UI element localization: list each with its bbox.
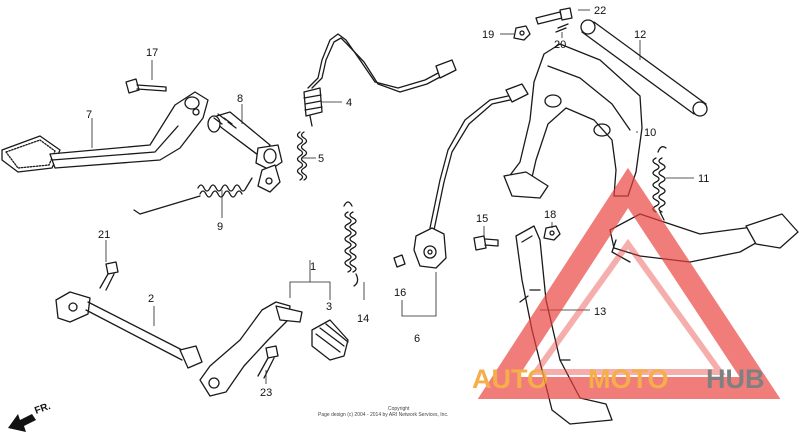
front-direction-arrow: FR. (8, 401, 52, 432)
callout-9: 9 (217, 221, 223, 233)
callout-8: 8 (237, 93, 243, 105)
part-bolt-15 (473, 235, 499, 251)
part-bolt-17 (125, 78, 167, 94)
watermark-automotohub: AUTO MOTO HUB (472, 167, 781, 399)
copyright-line-1: Copyright (388, 406, 410, 412)
callout-10: 10 (644, 127, 656, 139)
part-step-arm-1 (199, 301, 303, 397)
part-bolt-21 (99, 261, 119, 291)
part-brake-switch-4 (303, 33, 457, 127)
callout-19: 19 (482, 29, 494, 41)
callout-14: 14 (357, 313, 369, 325)
part-bolt-23 (257, 345, 279, 379)
part-side-stand-switch-6 (413, 83, 529, 269)
callout-12: 12 (634, 29, 646, 41)
part-stand-spring-11 (652, 146, 667, 221)
callout-15: 15 (476, 213, 488, 225)
part-switch-spring-5 (296, 131, 308, 181)
callout-labels: 1 2 3 4 5 6 7 8 9 10 11 12 13 14 15 16 1… (86, 5, 709, 399)
watermark-triangle-icon (477, 167, 781, 399)
callout-23: 23 (260, 387, 272, 399)
copyright-notice: Copyright Page design (c) 2004 - 2014 by… (318, 406, 448, 418)
callout-17: 17 (146, 47, 158, 59)
part-stand-shaft-12 (580, 19, 708, 117)
part-pivot-shaft (207, 111, 283, 193)
callout-16: 16 (394, 287, 406, 299)
callout-1: 1 (310, 261, 316, 273)
callout-4: 4 (346, 97, 352, 109)
part-nut-19 (513, 25, 531, 41)
callout-5: 5 (318, 153, 324, 165)
copyright-line-2: Page design (c) 2004 - 2014 by ARI Netwo… (318, 412, 448, 418)
part-screw-16 (393, 254, 406, 268)
callout-2: 2 (148, 293, 154, 305)
watermark-hub: HUB (706, 364, 765, 394)
callout-7: 7 (86, 109, 92, 121)
callout-11: 11 (698, 173, 709, 185)
watermark-auto: AUTO (472, 364, 548, 394)
part-stand-spring-14 (343, 201, 359, 287)
part-nut-18 (543, 225, 561, 241)
callout-21: 21 (98, 229, 110, 241)
part-brake-rod-2 (55, 291, 203, 369)
fr-label: FR. (33, 401, 52, 417)
part-step-rubber-3 (311, 319, 349, 361)
callout-20: 20 (554, 39, 566, 51)
callout-3: 3 (326, 301, 332, 313)
callout-6: 6 (414, 333, 420, 345)
part-main-stand-10 (503, 43, 643, 199)
callout-13: 13 (594, 306, 606, 318)
callout-22: 22 (594, 5, 606, 17)
watermark-moto: MOTO (588, 364, 669, 394)
part-brake-pedal (1, 91, 209, 173)
part-pin-20 (555, 23, 569, 33)
part-return-spring-9 (133, 177, 253, 215)
part-bolt-22 (535, 7, 573, 25)
callout-18: 18 (544, 209, 556, 221)
